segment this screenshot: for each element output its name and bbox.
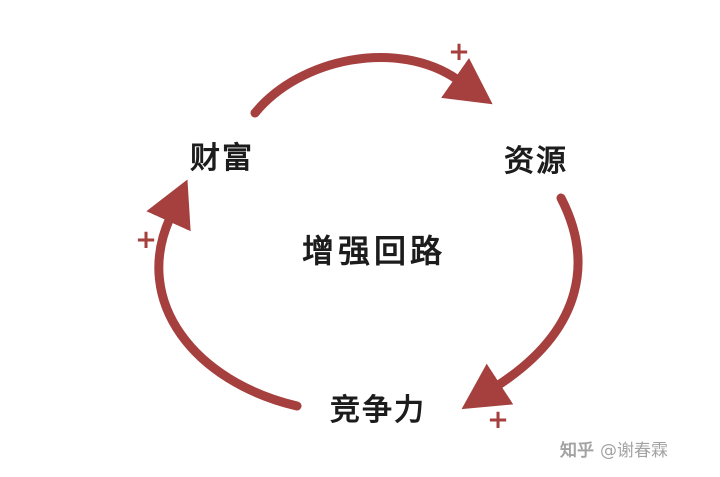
arrow-wealth-to-resources: [250, 52, 493, 118]
arrow-resources-to-competitiveness: [461, 193, 583, 410]
watermark: 知乎 @谢春霖: [560, 436, 668, 461]
node-competitiveness: 竞争力: [330, 393, 426, 428]
plus-sign-bottom-right: +: [487, 405, 509, 435]
node-resources: 资源: [504, 144, 568, 179]
watermark-brand: 知乎: [560, 441, 594, 461]
plus-sign-left: +: [135, 225, 157, 255]
arrow-competitiveness-to-wealth: [146, 179, 302, 411]
node-wealth: 财富: [190, 141, 254, 176]
watermark-author: @谢春霖: [600, 441, 668, 461]
loop-title: 增强回路: [301, 232, 447, 270]
plus-sign-top: +: [448, 37, 470, 67]
